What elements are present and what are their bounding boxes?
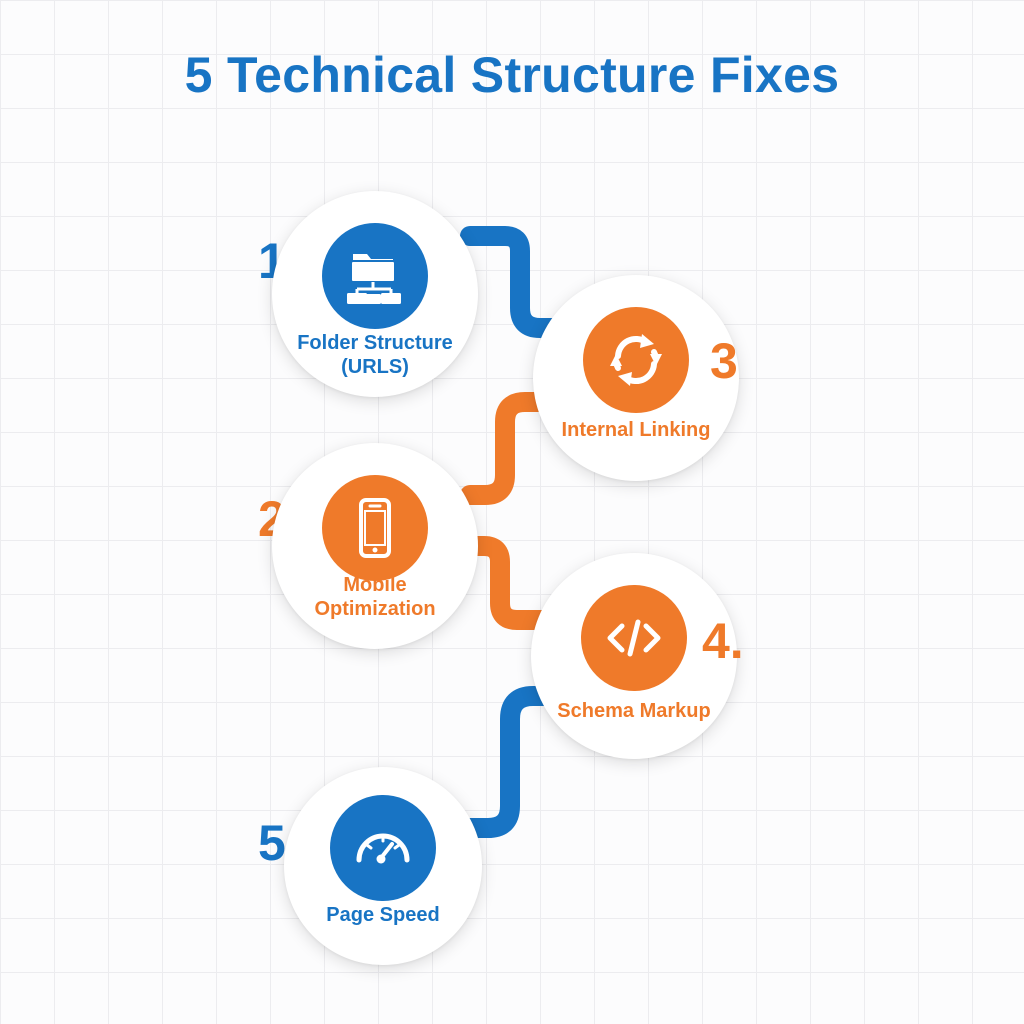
step-node-internal-linking: Internal Linking: [533, 275, 739, 481]
smartphone-icon: [322, 475, 428, 581]
step-number-4: 4.: [702, 613, 744, 669]
page-title: 5 Technical Structure Fixes: [184, 47, 840, 103]
step-node-folder-structure: Folder Structure (URLS): [272, 191, 478, 397]
step-label-internal-linking: Internal Linking: [561, 419, 711, 441]
step-node-schema-markup: Schema Markup: [531, 553, 737, 759]
connector-4-to-5: [460, 686, 570, 838]
step-node-mobile-optimization: Mobile Optimization: [272, 443, 478, 649]
connector-3-to-2: [460, 392, 570, 505]
step-label-mobile-optimization: Mobile Optimization: [314, 574, 436, 620]
step-number-3: 3: [710, 333, 738, 389]
connector-2-to-4: [460, 536, 570, 630]
code-brackets-icon: [581, 585, 687, 691]
speedometer-icon: [330, 795, 436, 901]
folder-structure-icon: [322, 223, 428, 329]
step-label-folder-structure: Folder Structure (URLS): [297, 332, 453, 378]
refresh-arrows-icon: [583, 307, 689, 413]
step-label-schema-markup: Schema Markup: [557, 700, 711, 722]
step-node-page-speed: Page Speed: [284, 767, 482, 965]
connector-1-to-3: [460, 226, 570, 338]
step-label-page-speed: Page Speed: [326, 904, 440, 926]
